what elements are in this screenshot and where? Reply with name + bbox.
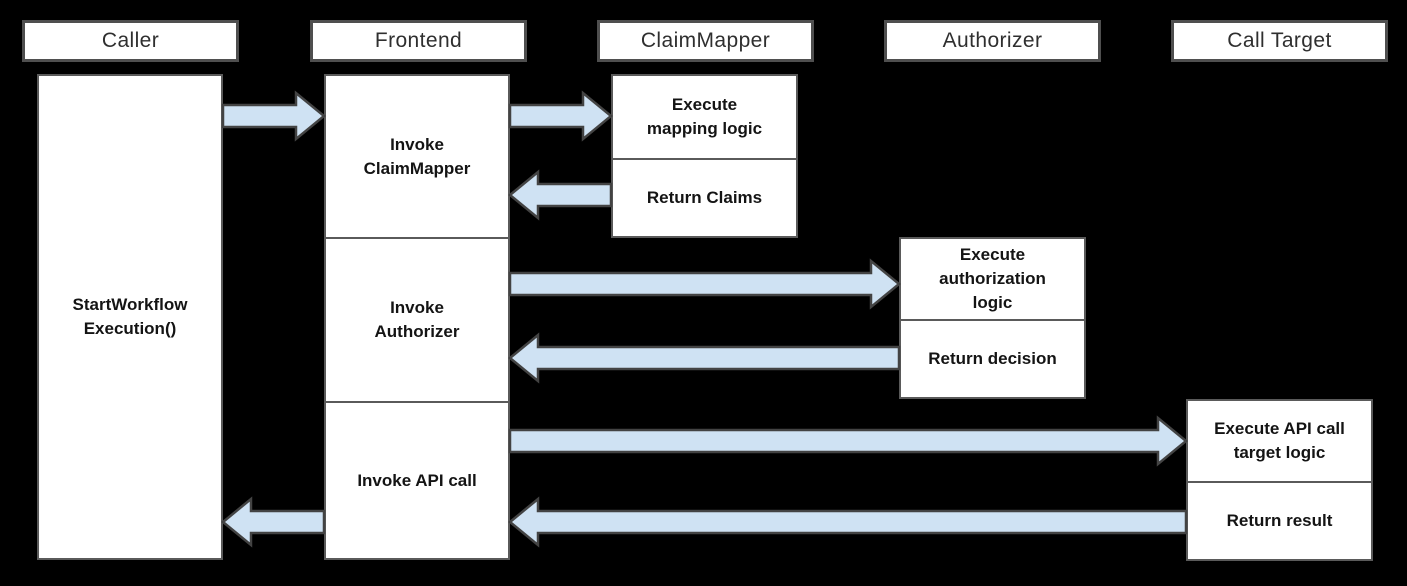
calltarget-step-return-result: Return result xyxy=(1188,481,1371,559)
frontend-step-invoke-authorizer: Invoke Authorizer xyxy=(326,237,508,401)
arrow-claimmapper-to-frontend xyxy=(508,169,613,221)
lane-header-authorizer: Authorizer xyxy=(884,20,1101,62)
caller-activation-box: StartWorkflow Execution() xyxy=(37,74,223,560)
claimmapper-activation-box: Execute mapping logic Return Claims xyxy=(611,74,798,238)
arrow-authorizer-to-frontend xyxy=(508,332,901,384)
arrow-frontend-to-claimmapper xyxy=(508,90,613,142)
lane-header-calltarget: Call Target xyxy=(1171,20,1388,62)
claimmapper-step-execute-mapping-logic: Execute mapping logic xyxy=(646,95,763,138)
authorizer-activation-box: Execute authorization logic Return decis… xyxy=(899,237,1086,399)
lane-header-caller: Caller xyxy=(22,20,239,62)
arrow-frontend-to-caller xyxy=(221,496,326,548)
lane-header-frontend: Frontend xyxy=(310,20,527,62)
frontend-step-invoke-api-call: Invoke API call xyxy=(326,401,508,558)
calltarget-activation-box: Execute API call target logic Return res… xyxy=(1186,399,1373,561)
caller-step-startworkflowexecution: StartWorkflow Execution() xyxy=(72,295,188,338)
lane-header-claimmapper: ClaimMapper xyxy=(597,20,814,62)
frontend-activation-box: Invoke ClaimMapper Invoke Authorizer Inv… xyxy=(324,74,510,560)
arrow-frontend-to-calltarget xyxy=(508,415,1188,467)
arrow-caller-to-frontend xyxy=(221,90,326,142)
calltarget-step-execute-api-call-target-logic: Execute API call target logic xyxy=(1214,419,1345,462)
arrow-frontend-to-authorizer xyxy=(508,258,901,310)
claimmapper-step-return-claims: Return Claims xyxy=(613,158,796,236)
arrow-calltarget-to-frontend xyxy=(508,496,1188,548)
authorizer-step-execute-authorization-logic: Execute authorization logic xyxy=(939,245,1046,312)
authorizer-step-return-decision: Return decision xyxy=(901,319,1084,397)
frontend-step-invoke-claimmapper: Invoke ClaimMapper xyxy=(363,134,471,178)
